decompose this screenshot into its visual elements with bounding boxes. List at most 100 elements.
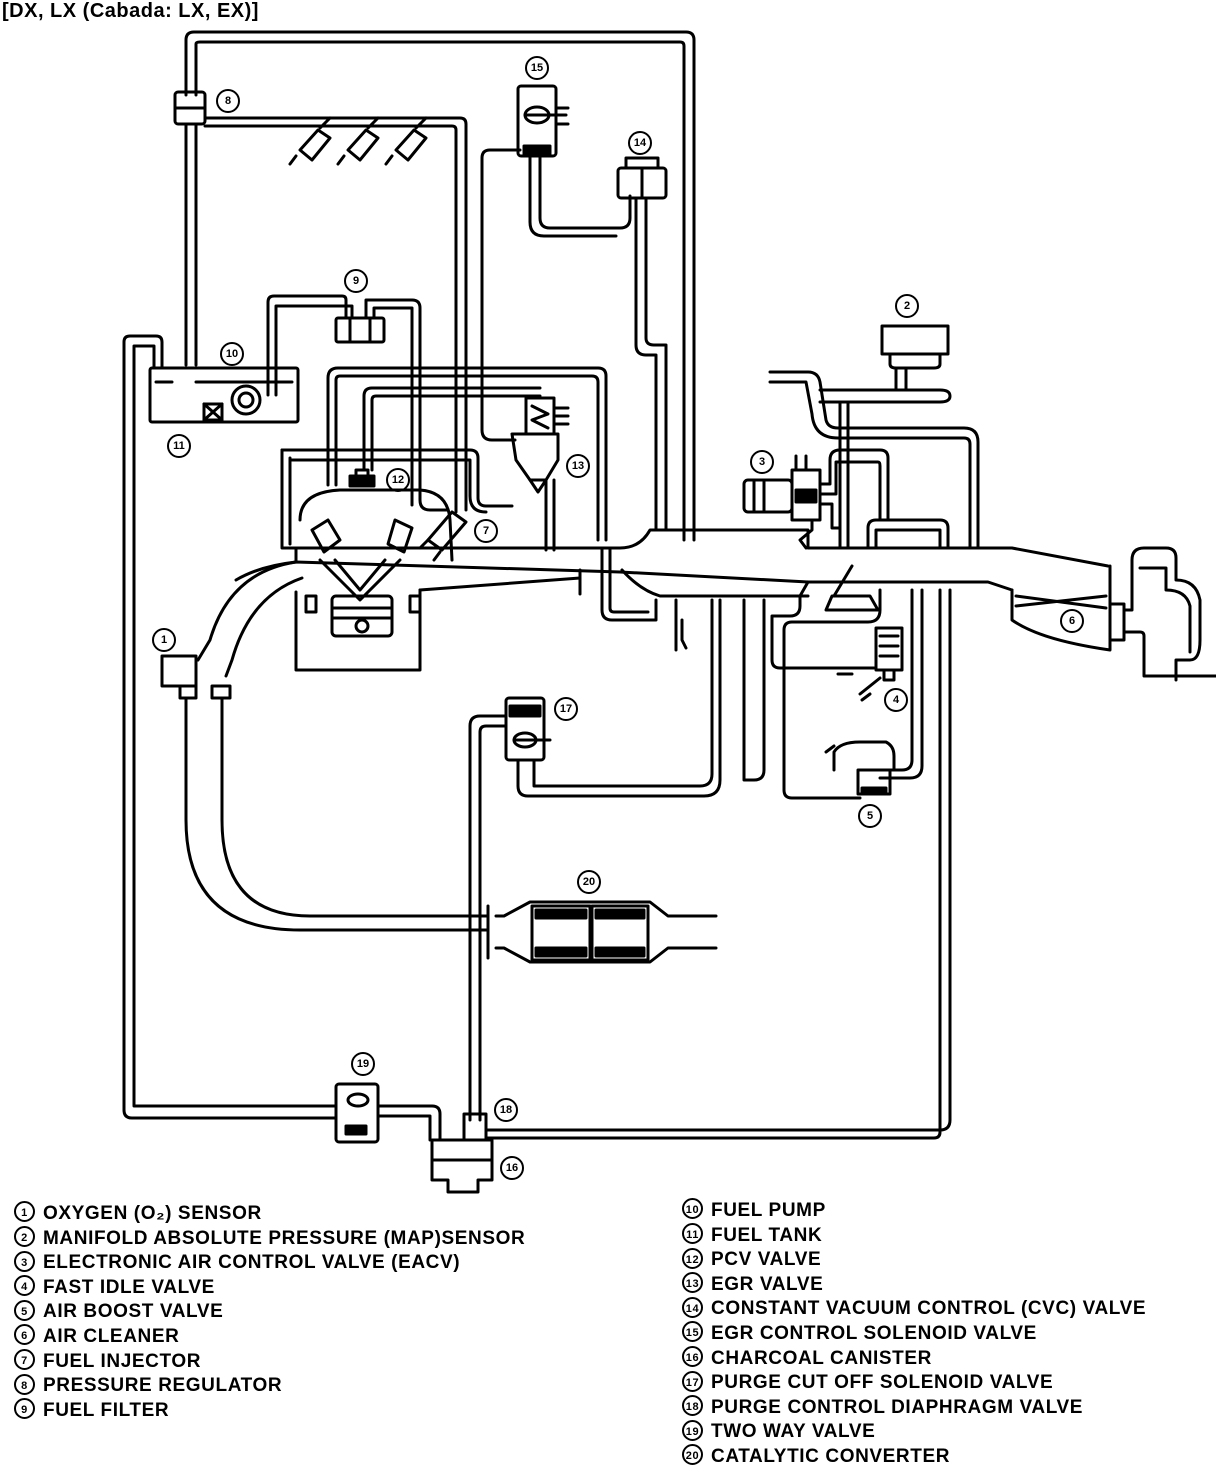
legend-label: EGR VALVE	[711, 1273, 824, 1295]
legend-item: 13 EGR VALVE	[682, 1272, 1146, 1298]
legend-item: 19 TWO WAY VALVE	[682, 1419, 1146, 1445]
legend-number: 3	[14, 1250, 35, 1272]
callout-15	[525, 56, 549, 80]
legend-label: MANIFOLD ABSOLUTE PRESSURE (MAP)SENSOR	[43, 1227, 526, 1249]
callout-13	[566, 454, 590, 478]
legend-number: 16	[682, 1346, 703, 1368]
legend-number: 18	[682, 1395, 703, 1417]
legend-label: FUEL PUMP	[711, 1200, 826, 1221]
legend-item: 5 AIR BOOST VALVE	[14, 1299, 525, 1325]
legend-label: FUEL INJECTOR	[43, 1350, 202, 1372]
air-boost-valve-icon	[824, 740, 896, 796]
callout-label-18: 18	[500, 1104, 512, 1116]
legend-label: ELECTRONIC AIR CONTROL VALVE (EACV)	[43, 1252, 461, 1274]
legend-number: 13	[682, 1272, 703, 1294]
legend-item: 3 ELECTRONIC AIR CONTROL VALVE (EACV)	[14, 1250, 525, 1276]
callout-20	[577, 870, 601, 894]
callout-label-4: 4	[893, 694, 900, 706]
legend-label: PCV VALVE	[711, 1249, 822, 1271]
callout-14	[628, 131, 652, 155]
callout-16	[500, 1156, 524, 1180]
legend-number: 12	[682, 1247, 703, 1269]
map-sensor-icon	[818, 324, 952, 404]
intake-duct	[234, 528, 1110, 798]
callout-6	[1060, 609, 1084, 633]
callout-10	[220, 342, 244, 366]
legend-label: CHARCOAL CANISTER	[711, 1347, 932, 1369]
callout-label-20: 20	[583, 876, 595, 888]
legend-number: 7	[14, 1349, 35, 1371]
callout-19	[351, 1052, 375, 1076]
callout-label-1: 1	[161, 634, 167, 646]
egr-valve-icon	[510, 396, 570, 552]
cvc-valve-icon	[616, 156, 668, 532]
callout-3	[750, 450, 774, 474]
fuel-filter-icon	[266, 294, 450, 512]
callout-18	[494, 1098, 518, 1122]
legend-item: 16 CHARCOAL CANISTER	[682, 1346, 1146, 1372]
legend-number: 9	[14, 1398, 35, 1420]
pressure-regulator-icon	[173, 90, 468, 514]
callout-label-13: 13	[572, 460, 584, 472]
engine-block-icon	[280, 366, 608, 672]
fuel-return-hose	[184, 30, 696, 542]
legend-number: 5	[14, 1299, 35, 1321]
callout-label-7: 7	[483, 525, 489, 537]
legend-label: FUEL TANK	[711, 1224, 823, 1246]
legend-item: 12 PCV VALVE	[682, 1247, 1146, 1273]
callout-label-17: 17	[560, 703, 572, 715]
callout-label-5: 5	[867, 810, 873, 822]
legend-item: 14 CONSTANT VACUUM CONTROL (CVC) VALVE	[682, 1296, 1147, 1322]
legend-label: OXYGEN (O₂) SENSOR	[43, 1203, 262, 1224]
callout-label-14: 14	[634, 137, 647, 149]
callout-label-6: 6	[1069, 615, 1075, 627]
legend-label: TWO WAY VALVE	[711, 1421, 876, 1443]
legend-item: 6 AIR CLEANER	[14, 1324, 525, 1350]
legend-label: CATALYTIC CONVERTER	[711, 1445, 951, 1467]
fuel-tank-icon	[122, 334, 338, 1120]
fuel-injector-icon	[418, 510, 468, 562]
legend-label: PRESSURE REGULATOR	[43, 1375, 283, 1397]
legend-number: 1	[14, 1201, 35, 1223]
callout-11	[167, 434, 191, 458]
callout-5	[858, 804, 882, 828]
callout-8	[216, 89, 240, 113]
callout-label-2: 2	[904, 300, 910, 312]
legend-label: EGR CONTROL SOLENOID VALVE	[711, 1322, 1037, 1344]
legend-label: AIR BOOST VALVE	[43, 1301, 224, 1323]
two-way-valve-icon	[334, 1082, 442, 1144]
callout-label-9: 9	[353, 275, 359, 287]
purge-cutoff-solenoid-valve-icon	[468, 696, 552, 1122]
eacv-icon	[742, 370, 980, 550]
legend-item: 15 EGR CONTROL SOLENOID VALVE	[682, 1321, 1146, 1347]
legend-number: 19	[682, 1419, 703, 1441]
legend-number: 17	[682, 1370, 703, 1392]
callout-label-10: 10	[226, 348, 238, 360]
callout-12	[386, 468, 410, 492]
legend-item: 2 MANIFOLD ABSOLUTE PRESSURE (MAP)SENSOR	[14, 1226, 526, 1252]
callout-4	[884, 688, 908, 712]
callout-markers	[152, 56, 1084, 1180]
legend-number: 15	[682, 1321, 703, 1343]
legend-number: 14	[682, 1296, 703, 1318]
legend-label: FUEL FILTER	[43, 1399, 170, 1421]
callout-9	[344, 269, 368, 293]
legend-item: 11 FUEL TANK	[682, 1223, 1146, 1249]
callout-17	[554, 697, 578, 721]
callout-label-8: 8	[225, 95, 231, 107]
charcoal-canister-icon	[430, 588, 952, 1194]
legend-number: 11	[682, 1223, 703, 1245]
legend-number: 2	[14, 1226, 35, 1248]
callout-label-19: 19	[357, 1058, 369, 1070]
callout-label-12: 12	[392, 474, 404, 486]
legend-label: CONSTANT VACUUM CONTROL (CVC) VALVE	[711, 1298, 1147, 1320]
legend-number: 8	[14, 1373, 35, 1395]
legend-item: 9 FUEL FILTER	[14, 1398, 525, 1424]
legend-label: AIR CLEANER	[43, 1325, 180, 1347]
legend-number: 6	[14, 1324, 35, 1346]
